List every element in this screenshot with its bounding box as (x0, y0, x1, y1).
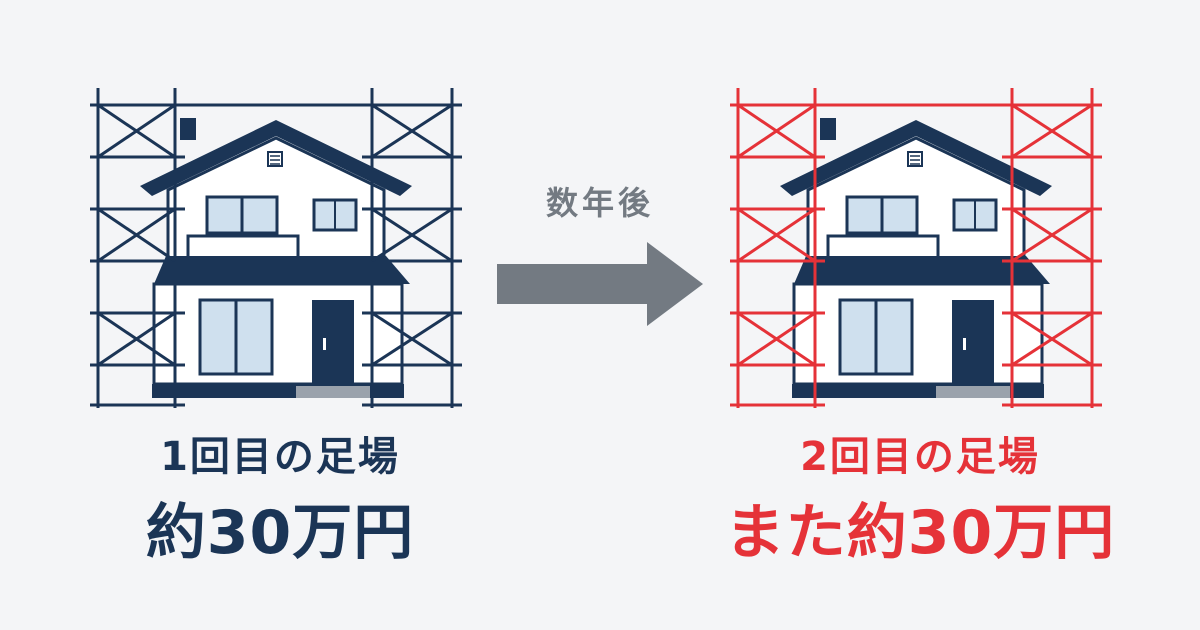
second-scaffold-panel: 2回目の足場 また約30万円 (690, 0, 1150, 630)
second-scaffold-cost: また約30万円 (724, 498, 1116, 568)
first-scaffold-caption: 1回目の足場 (160, 434, 400, 480)
first-scaffold-cost: 約30万円 (145, 498, 415, 568)
house-with-scaffold-illustration (90, 88, 462, 408)
first-scaffold-panel: 1回目の足場 約30万円 (50, 0, 510, 630)
years-later-label: 数年後 (545, 184, 654, 222)
second-scaffold-caption: 2回目の足場 (800, 434, 1040, 480)
right-arrow-icon (497, 242, 703, 326)
house-with-scaffold-illustration (730, 88, 1102, 408)
